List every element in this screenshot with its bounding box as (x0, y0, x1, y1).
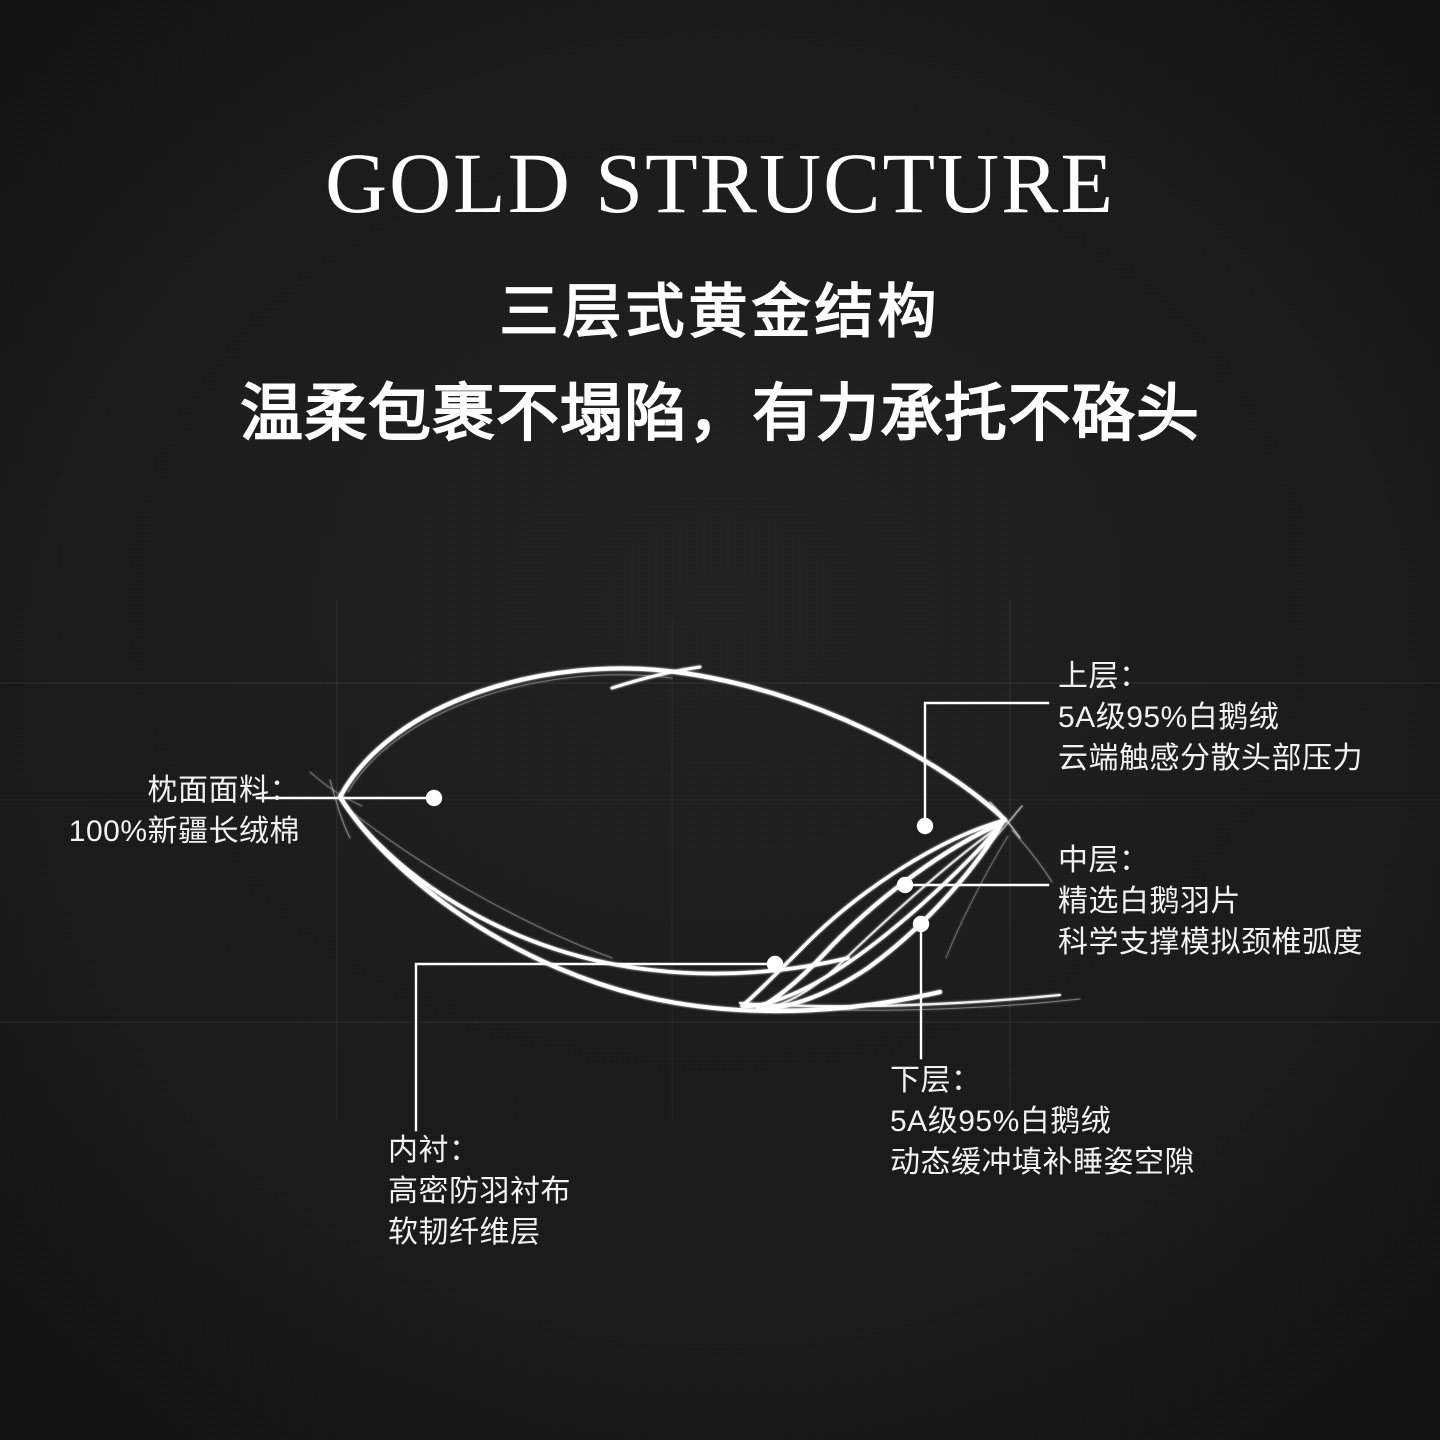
callout-lower-layer: 下层： 5A级95%白鹅绒 动态缓冲填补睡姿空隙 (890, 1060, 1195, 1183)
anchor-dot-upper-layer (916, 817, 934, 835)
callout-line: 高密防羽衬布 (388, 1175, 571, 1208)
callout-inner-lining: 内衬： 高密防羽衬布 软韧纤维层 (388, 1130, 571, 1253)
construction-grid (0, 600, 1440, 1120)
callout-middle-layer: 中层： 精选白鹅羽片 科学支撑模拟颈椎弧度 (1058, 840, 1363, 963)
leader-upper-layer (923, 701, 1050, 828)
callout-line: 上层： (1058, 660, 1150, 693)
pillow-outline (309, 665, 1081, 1014)
callout-line: 云端触感分散头部压力 (1058, 742, 1363, 775)
callout-line: 100%新疆长绒棉 (68, 815, 300, 848)
callout-leaders (255, 701, 1050, 1132)
anchor-dot-inner-lining (766, 955, 784, 973)
callout-line: 5A级95%白鹅绒 (1058, 701, 1280, 734)
callout-pillow-face-fabric: 枕面面料： 100%新疆长绒棉 (0, 770, 300, 852)
callout-upper-layer: 上层： 5A级95%白鹅绒 云端触感分散头部压力 (1058, 656, 1363, 779)
anchor-dot-lower-layer (912, 915, 930, 933)
callout-line: 精选白鹅羽片 (1058, 885, 1241, 918)
leader-inner-lining (414, 962, 777, 1132)
page-subtitle-chinese: 温柔包裹不塌陷，有力承托不硌头 (240, 379, 1200, 449)
page-title-chinese: 三层式黄金结构 (499, 279, 941, 345)
callout-line: 枕面面料： (147, 774, 300, 807)
callout-line: 内衬： (388, 1134, 480, 1167)
page-title-english: GOLD STRUCTURE (324, 135, 1116, 231)
callout-line: 动态缓冲填补睡姿空隙 (890, 1146, 1195, 1179)
anchor-dot-middle-layer (896, 876, 914, 894)
anchor-dot-pillow-face (425, 789, 443, 807)
callout-line: 中层： (1058, 844, 1150, 877)
callout-line: 科学支撑模拟颈椎弧度 (1058, 926, 1363, 959)
callout-line: 软韧纤维层 (388, 1216, 541, 1249)
pillow-cross-section (740, 801, 1053, 1011)
callout-line: 下层： (890, 1064, 982, 1097)
callout-line: 5A级95%白鹅绒 (890, 1105, 1112, 1138)
